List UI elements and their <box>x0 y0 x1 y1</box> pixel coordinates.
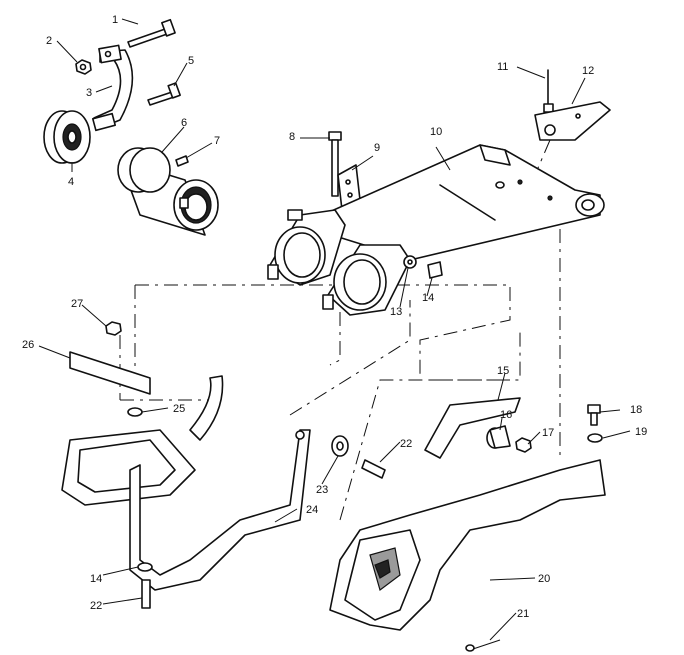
callout-25: 25 <box>173 403 185 415</box>
callout-1: 1 <box>112 14 118 26</box>
washer-part-14-lower <box>137 562 153 572</box>
callout-27: 27 <box>71 298 83 310</box>
callout-17: 17 <box>542 427 554 439</box>
mount-clamp-rings <box>267 209 411 316</box>
leader-lines <box>38 18 631 641</box>
callout-8: 8 <box>289 131 295 143</box>
callout-14-lower: 14 <box>90 573 102 585</box>
bumper-bar-part-24 <box>61 375 311 591</box>
top-bracket-part-12 <box>534 101 611 141</box>
callout-14-upper: 14 <box>422 292 434 304</box>
bolt-part-1 <box>127 18 176 48</box>
nut-part-2 <box>75 59 92 75</box>
nut-part-27 <box>105 321 122 336</box>
callout-15: 15 <box>497 365 509 377</box>
callout-16: 16 <box>500 409 512 421</box>
bolt-part-22-upper <box>361 459 386 479</box>
idler-wheel-part-4 <box>43 110 91 164</box>
bolt-part-5 <box>147 82 181 106</box>
bolt-part-22-lower <box>141 579 151 609</box>
callout-6: 6 <box>181 117 187 129</box>
drive-roller-part-6 <box>117 147 219 236</box>
bolt-part-18 <box>587 404 601 426</box>
callout-9: 9 <box>374 142 380 154</box>
bolt-part-8 <box>328 131 342 197</box>
callout-7: 7 <box>214 135 220 147</box>
callout-20: 20 <box>538 573 550 585</box>
bracket-part-15 <box>424 397 521 459</box>
chain-guard-part-20 <box>329 459 606 631</box>
callout-4: 4 <box>68 176 74 188</box>
washer-part-23 <box>331 435 349 457</box>
callout-12: 12 <box>582 65 594 77</box>
pivot-part-13 <box>403 255 417 269</box>
callout-3: 3 <box>86 87 92 99</box>
callout-18: 18 <box>630 404 642 416</box>
callout-10: 10 <box>430 126 442 138</box>
callout-22-upper: 22 <box>400 438 412 450</box>
callout-22-lower: 22 <box>90 600 102 612</box>
callout-23: 23 <box>316 484 328 496</box>
callout-19: 19 <box>635 426 647 438</box>
callout-11: 11 <box>497 61 508 73</box>
plate-part-26 <box>69 351 151 395</box>
washer-part-19 <box>587 433 603 443</box>
clamp-strap-part-3 <box>91 44 134 132</box>
callout-26: 26 <box>22 339 34 351</box>
callout-5: 5 <box>188 55 194 67</box>
callout-24: 24 <box>306 504 318 516</box>
callout-2: 2 <box>46 35 52 47</box>
callout-labels: 1 2 3 4 5 6 7 8 9 10 11 12 13 14 14 15 1… <box>22 14 647 620</box>
spacer-part-16 <box>486 425 511 449</box>
cable-part-21 <box>465 639 501 652</box>
callout-21: 21 <box>517 608 529 620</box>
pin-part-7 <box>175 155 189 167</box>
washer-part-25 <box>127 407 143 417</box>
assembly-guide-lines <box>119 139 561 521</box>
washer-part-14-upper <box>427 261 443 279</box>
callout-13: 13 <box>390 306 402 318</box>
rod-part-11 <box>543 69 554 113</box>
nut-part-17 <box>515 437 532 453</box>
